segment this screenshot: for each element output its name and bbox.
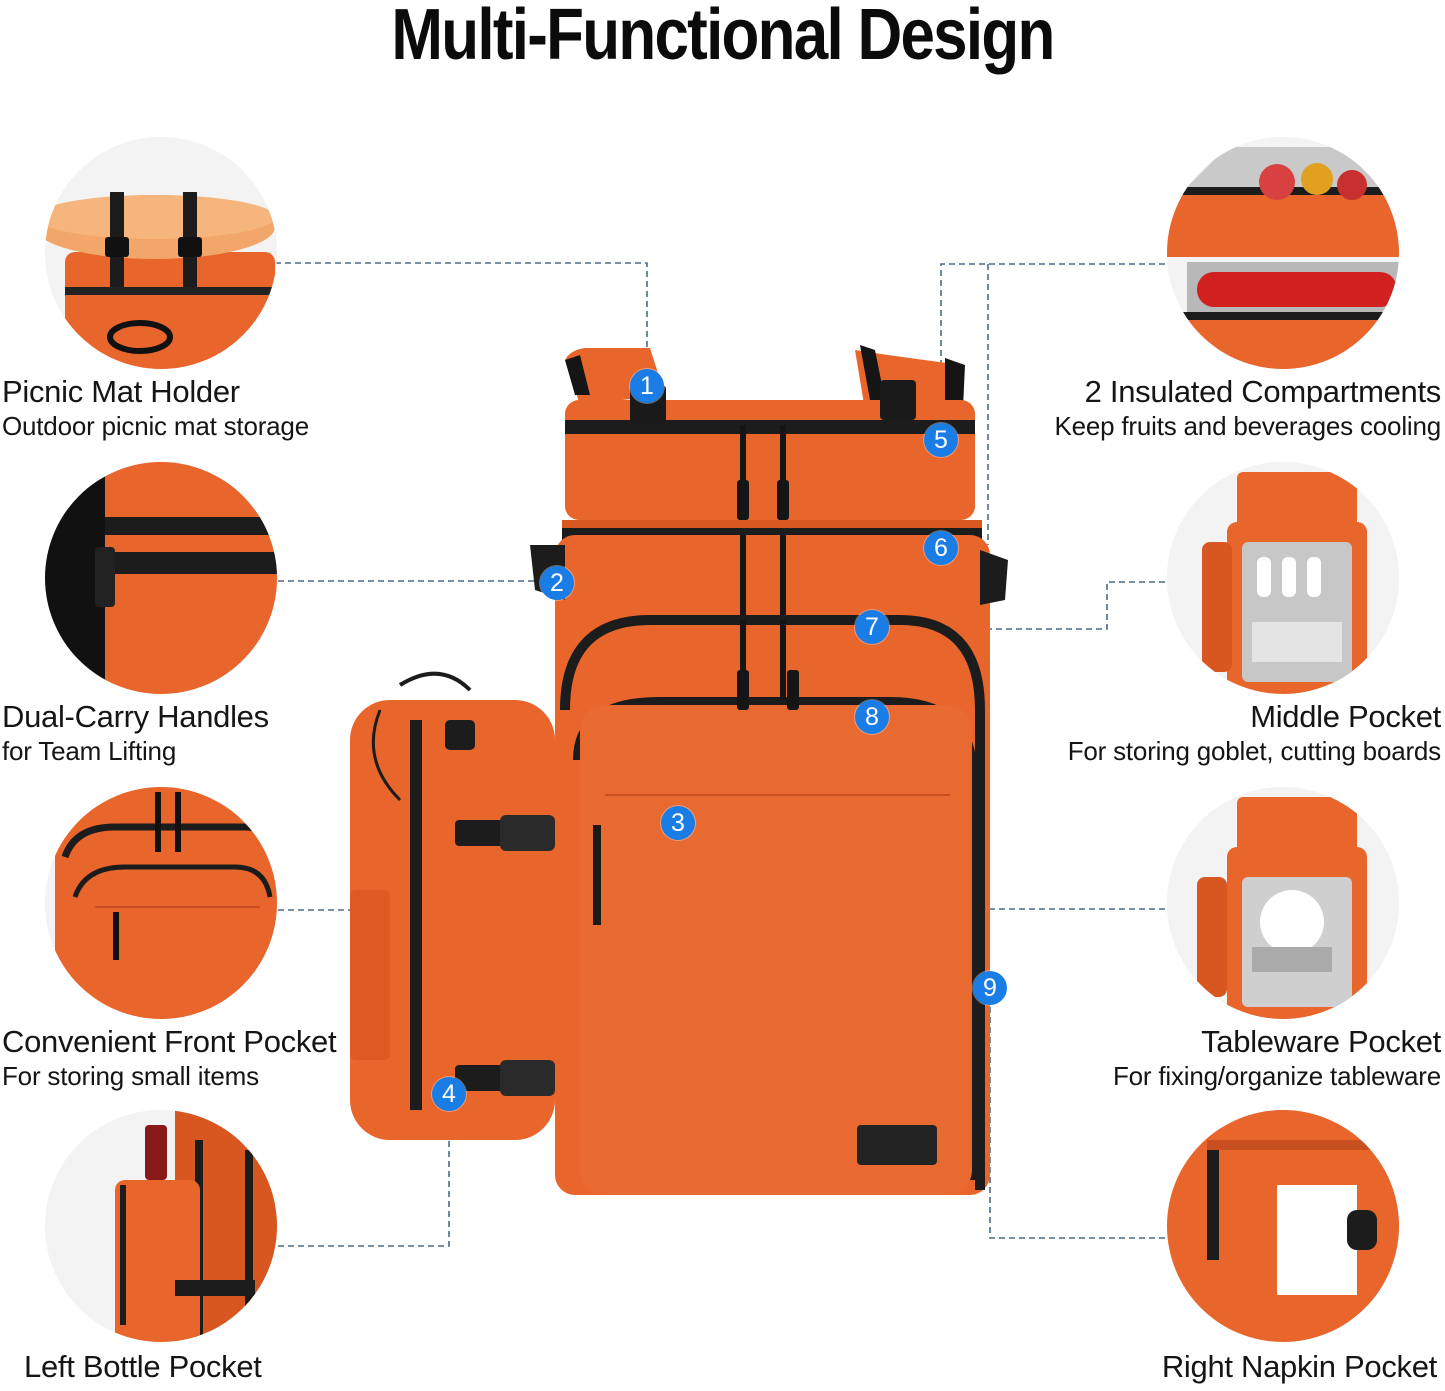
feature-right-napkin-pocket: Right Napkin Pocket	[1162, 1349, 1437, 1385]
front-pocket-detail-image	[45, 787, 277, 1019]
tableware-icon	[1167, 787, 1399, 1019]
handle-icon	[45, 462, 277, 694]
insulated-compartments-detail-image	[1167, 137, 1399, 369]
bottle-pocket-detail-image	[45, 1110, 277, 1342]
feature-insulated-compartments: 2 Insulated Compartments Keep fruits and…	[1054, 374, 1441, 442]
handles-detail-image	[45, 462, 277, 694]
napkin-pocket-detail-image	[1167, 1110, 1399, 1342]
feature-description: For storing goblet, cutting boards	[1067, 736, 1442, 766]
marker-1: 1	[630, 369, 664, 403]
picnic-mat-detail-image	[45, 137, 277, 369]
feature-left-bottle-pocket: Left Bottle Pocket	[24, 1349, 262, 1385]
marker-7: 7	[855, 610, 889, 644]
feature-tableware-pocket: Tableware Pocket For fixing/organize tab…	[1113, 1024, 1441, 1092]
marker-6: 6	[924, 531, 958, 565]
feature-title: Convenient Front Pocket	[2, 1024, 337, 1059]
backpack-icon	[350, 345, 1008, 1195]
picnic-mat-icon	[45, 137, 277, 369]
feature-middle-pocket: Middle Pocket For storing goblet, cuttin…	[1067, 699, 1442, 767]
marker-2: 2	[540, 566, 574, 600]
marker-5: 5	[924, 423, 958, 457]
feature-description: For fixing/organize tableware	[1112, 1061, 1441, 1091]
marker-3: 3	[661, 806, 695, 840]
feature-dual-carry-handles: Dual-Carry Handles for Team Lifting	[2, 699, 269, 767]
feature-title: Right Napkin Pocket	[1161, 1349, 1437, 1384]
feature-title: Tableware Pocket	[1201, 1024, 1441, 1059]
middle-pocket-detail-image	[1167, 462, 1399, 694]
page-title: Multi-Functional Design	[391, 0, 1055, 75]
backpack-product-image	[340, 330, 1020, 1210]
feature-title: Dual-Carry Handles	[2, 699, 269, 734]
marker-8: 8	[855, 700, 889, 734]
marker-4: 4	[432, 1077, 466, 1111]
marker-9: 9	[973, 971, 1007, 1005]
feature-title: 2 Insulated Compartments	[1084, 374, 1442, 409]
feature-description: Keep fruits and beverages cooling	[1054, 411, 1441, 441]
feature-description: For storing small items	[2, 1061, 259, 1091]
feature-title: Middle Pocket	[1250, 699, 1441, 734]
tableware-detail-image	[1167, 787, 1399, 1019]
feature-title: Picnic Mat Holder	[2, 374, 240, 409]
feature-title: Left Bottle Pocket	[24, 1349, 262, 1384]
feature-front-pocket: Convenient Front Pocket For storing smal…	[2, 1024, 337, 1092]
bottle-pocket-icon	[45, 1110, 277, 1342]
feature-picnic-mat-holder: Picnic Mat Holder Outdoor picnic mat sto…	[2, 374, 309, 442]
feature-description: for Team Lifting	[2, 736, 177, 766]
napkin-pocket-icon	[1167, 1110, 1399, 1342]
cooler-icon	[1167, 137, 1399, 369]
front-pocket-icon	[45, 787, 277, 1019]
middle-pocket-icon	[1167, 462, 1399, 694]
feature-description: Outdoor picnic mat storage	[2, 411, 309, 441]
